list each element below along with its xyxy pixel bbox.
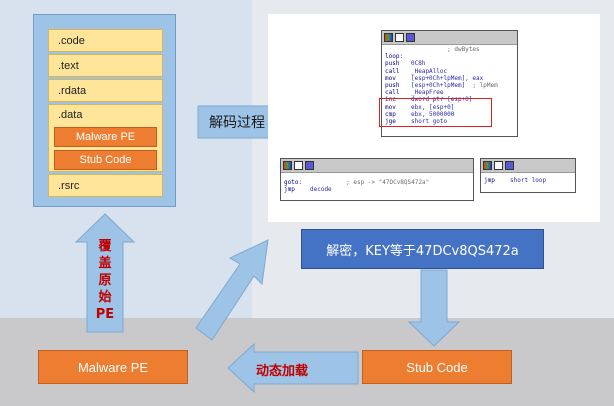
ida-graph-icon	[283, 161, 292, 170]
asm-mnemonic: jge	[385, 118, 396, 126]
asm-operand: ebx, [esp+0]	[411, 103, 455, 111]
section-text-label: .text	[58, 59, 79, 72]
asm-mnemonic: call	[385, 89, 400, 97]
overwrite-char-4: 始	[98, 290, 112, 305]
asm-line: ; dwBytes	[385, 46, 514, 53]
asm-mnemonic: push	[385, 82, 400, 90]
asm-line: mov [esp+0Ch+lpMem], eax	[385, 75, 514, 82]
asm-operand: dword ptr [esp+0]	[411, 96, 473, 104]
asm-mnemonic: loop:	[385, 53, 404, 61]
asm-mnemonic	[385, 46, 411, 53]
ida-block-jmp-loop: jmp short loop	[480, 158, 576, 193]
asm-comment: ; dwBytes	[411, 46, 480, 53]
ida-text-icon	[395, 33, 404, 42]
asm-mnemonic: mov	[385, 103, 396, 111]
ida-text-icon	[494, 161, 503, 170]
dynamic-load-arrow	[227, 342, 359, 394]
dynamic-load-label: 动态加载	[256, 364, 309, 379]
pe-file-structure: .code .text .rdata .data Malware PE Stub…	[33, 14, 176, 207]
ida-block-jmp-code: jmp short loop	[481, 173, 575, 185]
section-rdata-label: .rdata	[58, 84, 87, 97]
data-malware-pe-label: Malware PE	[75, 131, 136, 143]
ida-block-main-titlebar	[382, 31, 517, 45]
overwrite-char-5: PE	[95, 307, 115, 322]
ida-xref-icon	[305, 161, 314, 170]
overwrite-char-3: 原	[98, 273, 112, 288]
asm-operand: short loop	[510, 177, 547, 184]
asm-operand: [esp+0Ch+lpMem]	[411, 82, 466, 90]
asm-mnemonic: call	[385, 67, 400, 75]
asm-line: push 0C8h	[385, 60, 514, 67]
section-code-label: .code	[58, 34, 85, 47]
asm-mnemonic: jmp	[484, 177, 495, 184]
asm-mnemonic: goto:	[284, 179, 303, 186]
asm-mnemonic: mov	[385, 74, 396, 82]
overwrite-label: 覆 盖 原 始 PE	[91, 238, 119, 323]
asm-line: jge short goto	[385, 118, 514, 125]
asm-operand: 0C8h	[411, 60, 426, 68]
asm-line: mov ebx, [esp+0]	[385, 104, 514, 111]
decrypt-box: 解密，KEY等于47DCv8QS472a	[301, 229, 544, 269]
section-data: .data Malware PE Stub Code	[48, 104, 163, 172]
asm-operand: [esp+0Ch+lpMem], eax	[411, 74, 484, 82]
ida-text-icon	[294, 161, 303, 170]
malware-pe-box-label: Malware PE	[77, 359, 149, 375]
data-malware-pe: Malware PE	[54, 127, 157, 147]
section-rsrc-label: .rsrc	[58, 179, 80, 192]
ida-graph-icon	[483, 161, 492, 170]
ida-xref-icon	[406, 33, 415, 42]
data-stub-code-label: Stub Code	[79, 154, 132, 166]
overwrite-arrow	[74, 213, 136, 333]
highlight-counter-box	[379, 98, 492, 127]
asm-mnemonic: push	[385, 60, 400, 68]
asm-line: cmp ebx, 5000000	[385, 111, 514, 118]
section-code: .code	[48, 29, 163, 52]
asm-line: call _HeapFree	[385, 89, 514, 96]
data-stub-code: Stub Code	[54, 150, 157, 170]
stub-code-box-label: Stub Code	[406, 359, 468, 375]
asm-comment: ; esp -> "47DCv8QS472a"	[310, 179, 430, 186]
ida-xref-icon	[505, 161, 514, 170]
section-text: .text	[48, 54, 163, 77]
asm-operand: short goto	[411, 118, 448, 126]
asm-line: jmp decode	[284, 186, 470, 193]
asm-comment: ; lpMem	[465, 82, 498, 90]
stub-code-box: Stub Code	[362, 350, 512, 384]
asm-line: goto: ; esp -> "47DCv8QS472a"	[284, 179, 470, 186]
diagonal-connector	[195, 239, 269, 341]
asm-operand: _HeapAlloc	[411, 67, 448, 75]
asm-line: loop:	[385, 53, 514, 60]
ida-graph-icon	[384, 33, 393, 42]
asm-operand: ebx, 5000000	[411, 110, 455, 118]
asm-operand: _HeapFree	[411, 89, 444, 97]
section-rdata: .rdata	[48, 79, 163, 102]
asm-mnemonic: jmp	[284, 186, 295, 194]
asm-line: inc dword ptr [esp+0]	[385, 96, 514, 103]
asm-line: push [esp+0Ch+lpMem] ; lpMem	[385, 82, 514, 89]
section-data-label: .data	[58, 109, 83, 121]
malware-pe-box: Malware PE	[38, 350, 188, 384]
ida-block-goto-titlebar	[281, 159, 473, 173]
decrypt-label: 解密，KEY等于47DCv8QS472a	[326, 243, 519, 259]
asm-line: call _HeapAlloc	[385, 68, 514, 75]
overwrite-char-1: 覆	[98, 239, 112, 254]
section-rsrc: .rsrc	[48, 174, 163, 197]
decrypt-down-arrow	[407, 269, 461, 347]
asm-line: jmp short loop	[484, 177, 572, 184]
decode-label: 解码过程	[209, 115, 265, 131]
asm-mnemonic: inc	[385, 96, 396, 104]
asm-operand: decode	[310, 186, 332, 194]
asm-mnemonic: cmp	[385, 110, 396, 118]
overwrite-char-2: 盖	[98, 256, 112, 271]
ida-block-jmp-titlebar	[481, 159, 575, 173]
